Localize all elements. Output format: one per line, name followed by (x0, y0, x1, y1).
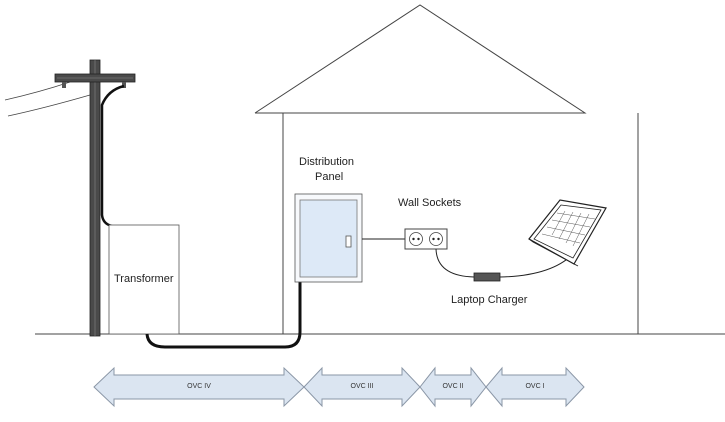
socket-charger-cable (435, 248, 475, 278)
ovc-iii-label: OVC III (350, 383, 374, 390)
transformer-box (108, 224, 180, 335)
laptop (528, 199, 607, 267)
laptop-charger (473, 272, 501, 282)
charger-laptop-cable (499, 254, 573, 278)
wall-sockets (404, 228, 448, 250)
ovc-ii-label: OVC II (442, 383, 464, 390)
distribution-panel (294, 193, 363, 283)
ovc-i-label: OVC I (525, 383, 545, 390)
utility-pole (54, 59, 136, 337)
transformer-label: Transformer (114, 273, 174, 285)
service-drop-wire (100, 84, 125, 228)
underground-cable (145, 282, 302, 349)
wall-sockets-label: Wall Sockets (398, 197, 462, 209)
house-roof (254, 4, 587, 114)
ovc-arrow-i (485, 366, 585, 408)
distribution-panel-label-line1: Distribution (299, 156, 355, 168)
distribution-panel-label-line2: Panel (315, 171, 344, 183)
laptop-charger-label: Laptop Charger (451, 294, 528, 306)
ovc-iv-label: OVC IV (187, 383, 211, 390)
power-line-upper (4, 81, 71, 101)
power-line-lower (7, 94, 91, 117)
